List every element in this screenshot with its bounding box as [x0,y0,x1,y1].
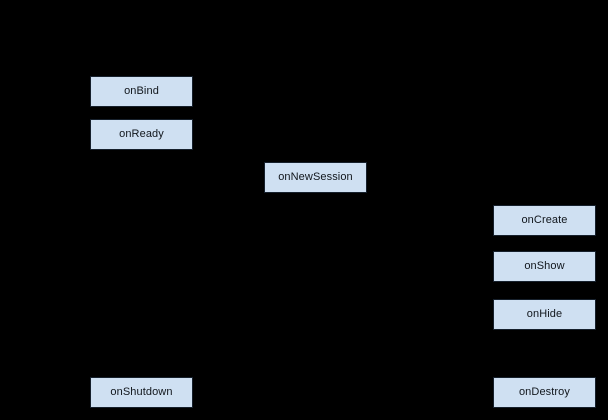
node-onshutdown[interactable]: onShutdown [90,377,193,408]
node-oncreate[interactable]: onCreate [493,205,596,236]
node-onshow[interactable]: onShow [493,251,596,282]
node-ondestroy[interactable]: onDestroy [493,377,596,408]
node-onready[interactable]: onReady [90,119,193,150]
node-onbind[interactable]: onBind [90,76,193,107]
node-oncreate-label: onCreate [521,214,568,226]
node-onnewsession-label: onNewSession [278,171,353,183]
node-onbind-label: onBind [124,85,159,97]
node-ondestroy-label: onDestroy [518,386,571,398]
node-onshutdown-label: onShutdown [110,386,173,398]
node-onhide[interactable]: onHide [493,299,596,330]
node-onnewsession[interactable]: onNewSession [264,162,367,193]
node-onshow-label: onShow [524,260,565,272]
node-onready-label: onReady [119,128,164,140]
node-onhide-label: onHide [526,308,563,320]
